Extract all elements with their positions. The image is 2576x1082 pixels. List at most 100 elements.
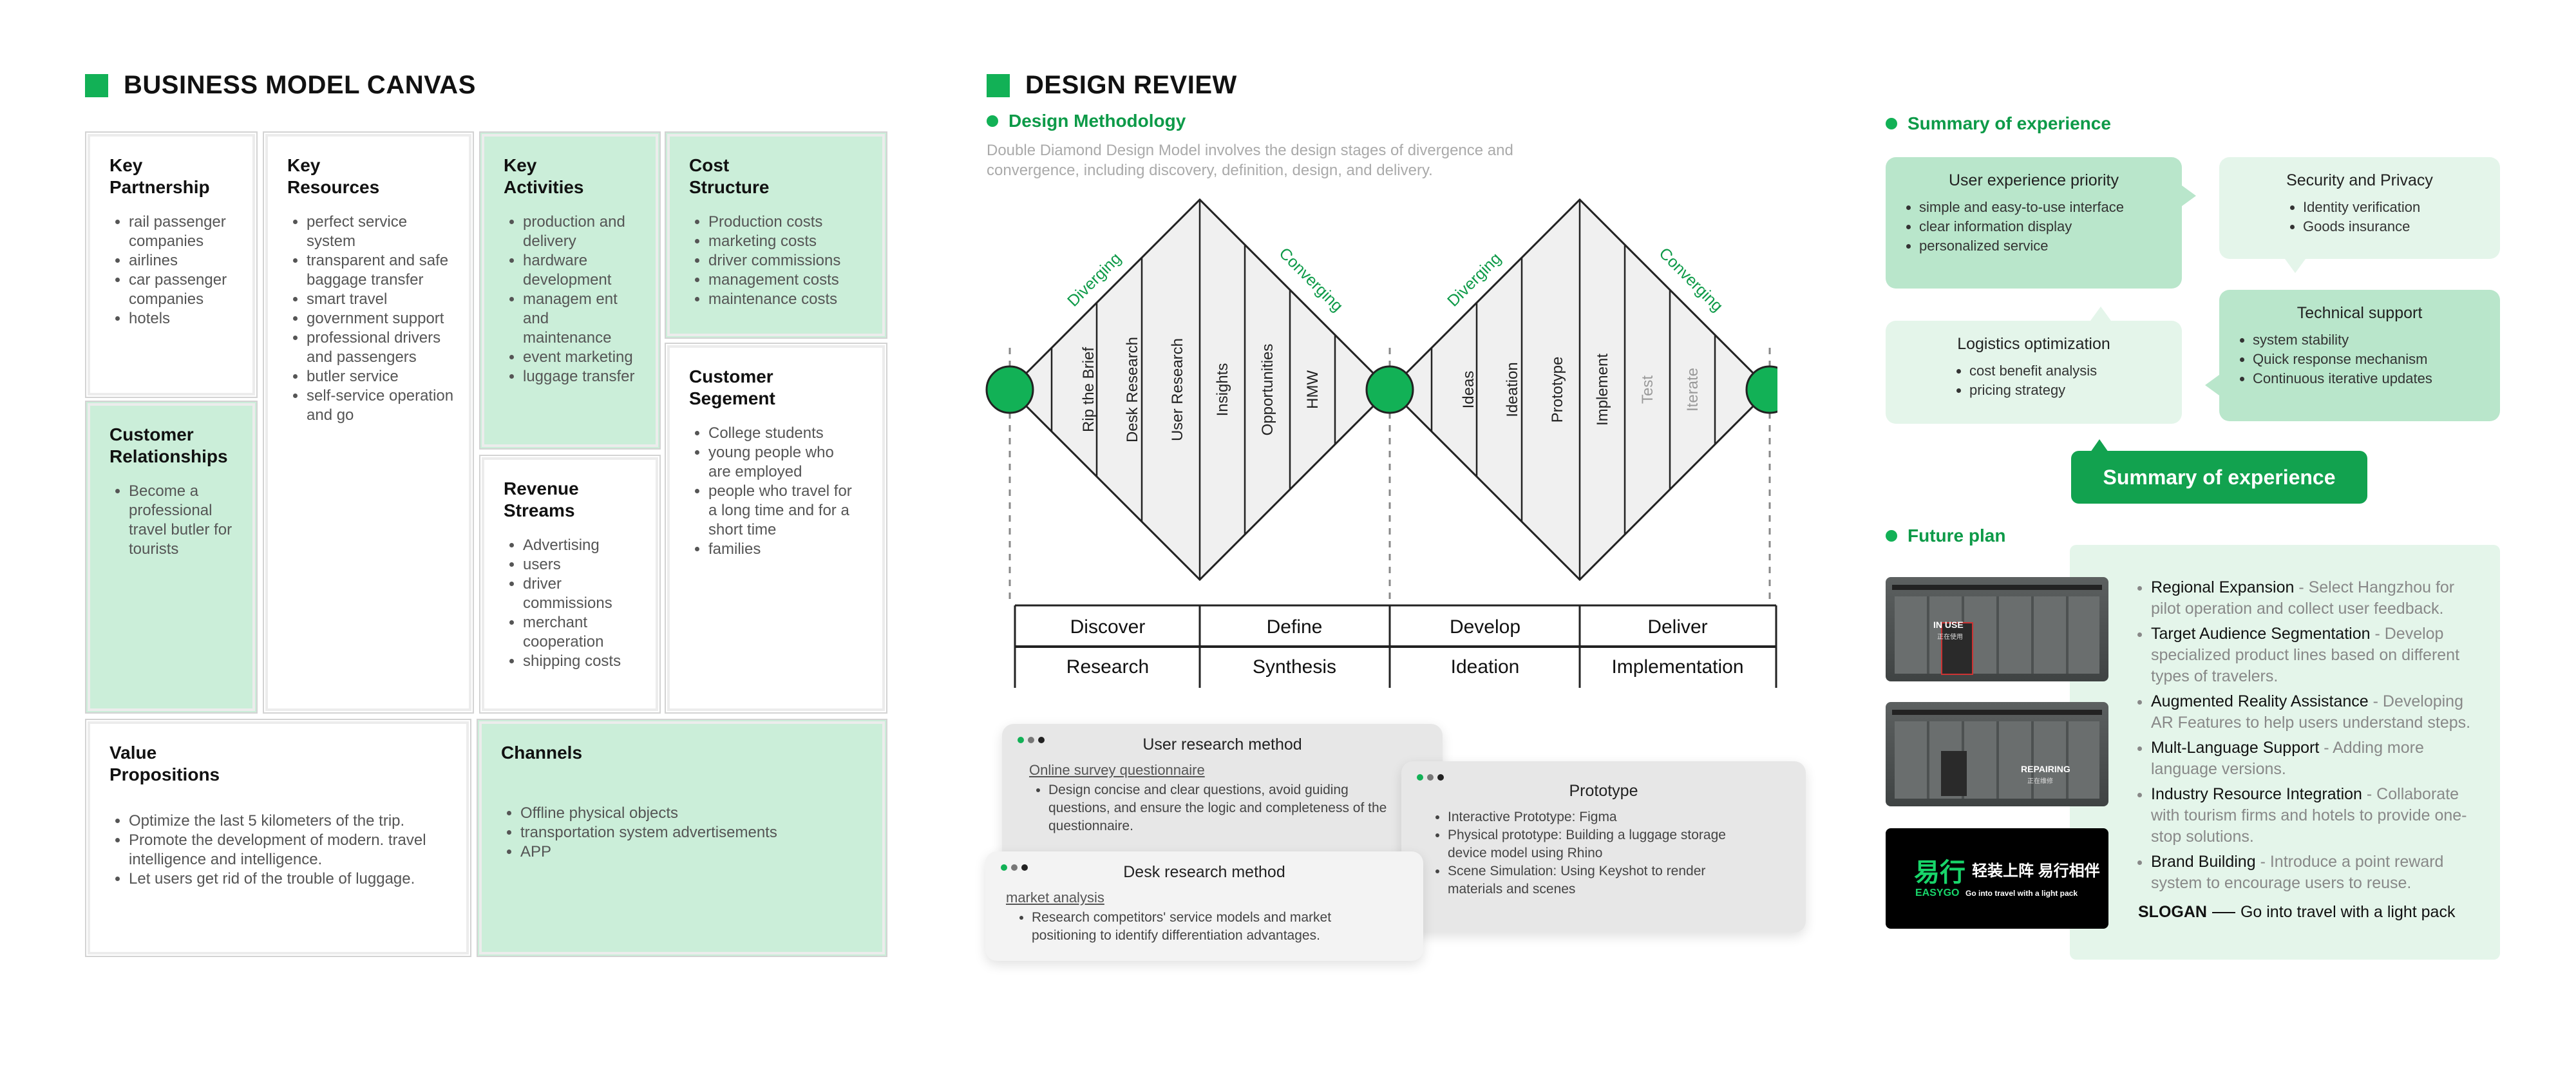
bubble-title: Technical support	[2297, 304, 2423, 322]
easygo-logo-image: 易行 轻装上阵 易行相伴 EASYGO Go into travel with …	[1886, 828, 2108, 929]
list-item: APP	[520, 842, 863, 862]
plan-item: Augmented Reality Assistance - Developin…	[2151, 691, 2482, 734]
list-item: managem ent and maintenance	[523, 290, 636, 348]
card-title: User research method	[1142, 736, 1302, 754]
bubble-logistics: Logistics optimization cost benefit anal…	[1886, 321, 2182, 424]
phase-label: Discover	[1070, 616, 1146, 638]
list-item: Continuous iterative updates	[2253, 369, 2481, 388]
heading-square-icon	[987, 73, 1010, 97]
list-item: clear information display	[1919, 217, 2163, 236]
bmc-heading: BUSINESS MODEL CANVAS	[85, 71, 476, 100]
summary-center-button[interactable]: Summary of experience	[2071, 451, 2367, 504]
bubble-title: User experience priority	[1949, 171, 2119, 189]
logo-sub: Go into travel with a light pack	[1965, 889, 2078, 898]
plan-item-text: - Introduce a point reward system to enc…	[2151, 853, 2444, 892]
cell-title: Value Propositions	[109, 743, 220, 784]
step-label: Prototype	[1549, 357, 1566, 423]
slogan-dash	[2211, 911, 2235, 913]
list-item: people who travel for a long time and fo…	[708, 482, 857, 540]
card-link[interactable]: market analysis	[1006, 889, 1104, 906]
logo-en: EASYGO	[1915, 887, 1960, 898]
list-item: Promote the development of modern. trave…	[129, 831, 431, 869]
cell-cost-structure: Cost Structure Production costsmarketing…	[665, 131, 887, 339]
stage-label: Ideation	[1451, 656, 1520, 678]
step-label: Rip the Brief	[1080, 347, 1097, 432]
list-item: hotels	[129, 309, 238, 328]
bubble-tail	[2285, 259, 2306, 273]
list-item: Become a professional travel butler for …	[129, 482, 238, 559]
list-item: marketing costs	[708, 232, 863, 251]
phase-label: Deliver	[1647, 616, 1707, 638]
bubble-tail	[2090, 307, 2111, 321]
list-item: self-service operation and go	[307, 386, 455, 425]
list-item: pricing strategy	[1969, 381, 2163, 400]
list-item: cost benefit analysis	[1969, 361, 2163, 381]
status-repairing: REPAIRING	[2021, 764, 2070, 774]
list-item: smart travel	[307, 290, 455, 309]
step-label: Iterate	[1684, 368, 1701, 412]
node-circle	[985, 365, 1034, 414]
future-title: Future plan	[1908, 526, 2006, 546]
list-item: Physical prototype: Building a luggage s…	[1448, 826, 1750, 862]
bubble-security: Security and Privacy Identity verificati…	[2219, 157, 2500, 259]
card-user-research: User research method Online survey quest…	[1002, 724, 1443, 864]
methodology-heading: Design Methodology	[987, 111, 1186, 131]
plan-item-head: Target Audience Segmentation	[2151, 625, 2371, 643]
list-item: Interactive Prototype: Figma	[1448, 808, 1750, 826]
list-item: transportation system advertisements	[520, 823, 863, 842]
cell-customer-segement: Customer Segement College studentsyoung …	[665, 343, 887, 714]
plan-item: Mult-Language Support - Adding more lang…	[2151, 737, 2482, 780]
step-label: User Research	[1169, 338, 1186, 441]
bubble-title: Logistics optimization	[1957, 335, 2110, 353]
list-item: Identity verification	[2303, 198, 2481, 217]
bubble-list: cost benefit analysispricing strategy	[1905, 361, 2163, 400]
list-item: Scene Simulation: Using Keyshot to rende…	[1448, 862, 1750, 898]
bubble-user-experience: User experience priority simple and easy…	[1886, 157, 2182, 289]
cell-title: Cost Structure	[689, 155, 770, 197]
list-item: transparent and safe baggage transfer	[307, 251, 455, 290]
cell-key-partnership: Key Partnership rail passenger companies…	[85, 131, 258, 398]
list-item: families	[708, 540, 857, 559]
list-item: system stability	[2253, 330, 2481, 350]
slogan-text: Go into travel with a light pack	[2240, 903, 2456, 921]
summary-heading: Summary of experience	[1886, 113, 2111, 134]
list-item: merchant cooperation	[523, 613, 636, 652]
plan-item-head: Regional Expansion	[2151, 578, 2295, 596]
heading-square-icon	[85, 73, 108, 97]
bubble-tail	[2090, 439, 2108, 452]
step-label: Test	[1639, 375, 1656, 404]
design-review-heading: DESIGN REVIEW	[987, 71, 1237, 100]
card-title: Desk research method	[1123, 863, 1285, 881]
plan-item: Target Audience Segmentation - Develop s…	[2151, 623, 2482, 687]
list-item: Offline physical objects	[520, 804, 863, 823]
card-link[interactable]: Online survey questionnaire	[1029, 762, 1205, 778]
phase-label: Define	[1267, 616, 1323, 638]
list-item: users	[523, 555, 636, 574]
list-item: maintenance costs	[708, 290, 863, 309]
bubble-list: system stabilityQuick response mechanism…	[2239, 330, 2481, 388]
window-dots-icon	[1417, 774, 1444, 781]
status-repairing-cn: 正在维修	[2027, 778, 2053, 785]
list-item: professional drivers and passengers	[307, 328, 455, 367]
cell-list: perfect service systemtransparent and sa…	[287, 213, 455, 425]
node-circle	[1745, 365, 1777, 414]
list-item: car passenger companies	[129, 270, 238, 309]
plan-item: Industry Resource Integration - Collabor…	[2151, 784, 2482, 848]
cell-title: Customer Relationships	[109, 424, 228, 466]
cell-revenue-streams: Revenue Streams Advertisingusersdriver c…	[479, 455, 661, 714]
list-item: airlines	[129, 251, 238, 270]
logo-slogan-cn: 轻装上阵 易行相伴	[1972, 862, 2100, 880]
list-item: rail passenger companies	[129, 213, 238, 251]
cell-title: Key Activities	[504, 155, 584, 197]
list-item: shipping costs	[523, 652, 636, 671]
list-item: driver commissions	[523, 574, 636, 613]
plan-item-text: - Adding more language versions.	[2151, 739, 2424, 778]
plan-item-head: Industry Resource Integration	[2151, 785, 2362, 803]
cell-list: production and deliveryhardware developm…	[504, 213, 636, 386]
cell-list: Advertisingusersdriver commissionsmercha…	[504, 536, 636, 671]
list-item: management costs	[708, 270, 863, 290]
double-diamond-diagram: Rip the Brief Desk Research User Researc…	[985, 198, 1777, 688]
cell-title: Key Partnership	[109, 155, 210, 197]
device-in-use-image: IN USE 正在使用	[1886, 577, 2108, 681]
window-dots-icon	[1018, 737, 1045, 743]
